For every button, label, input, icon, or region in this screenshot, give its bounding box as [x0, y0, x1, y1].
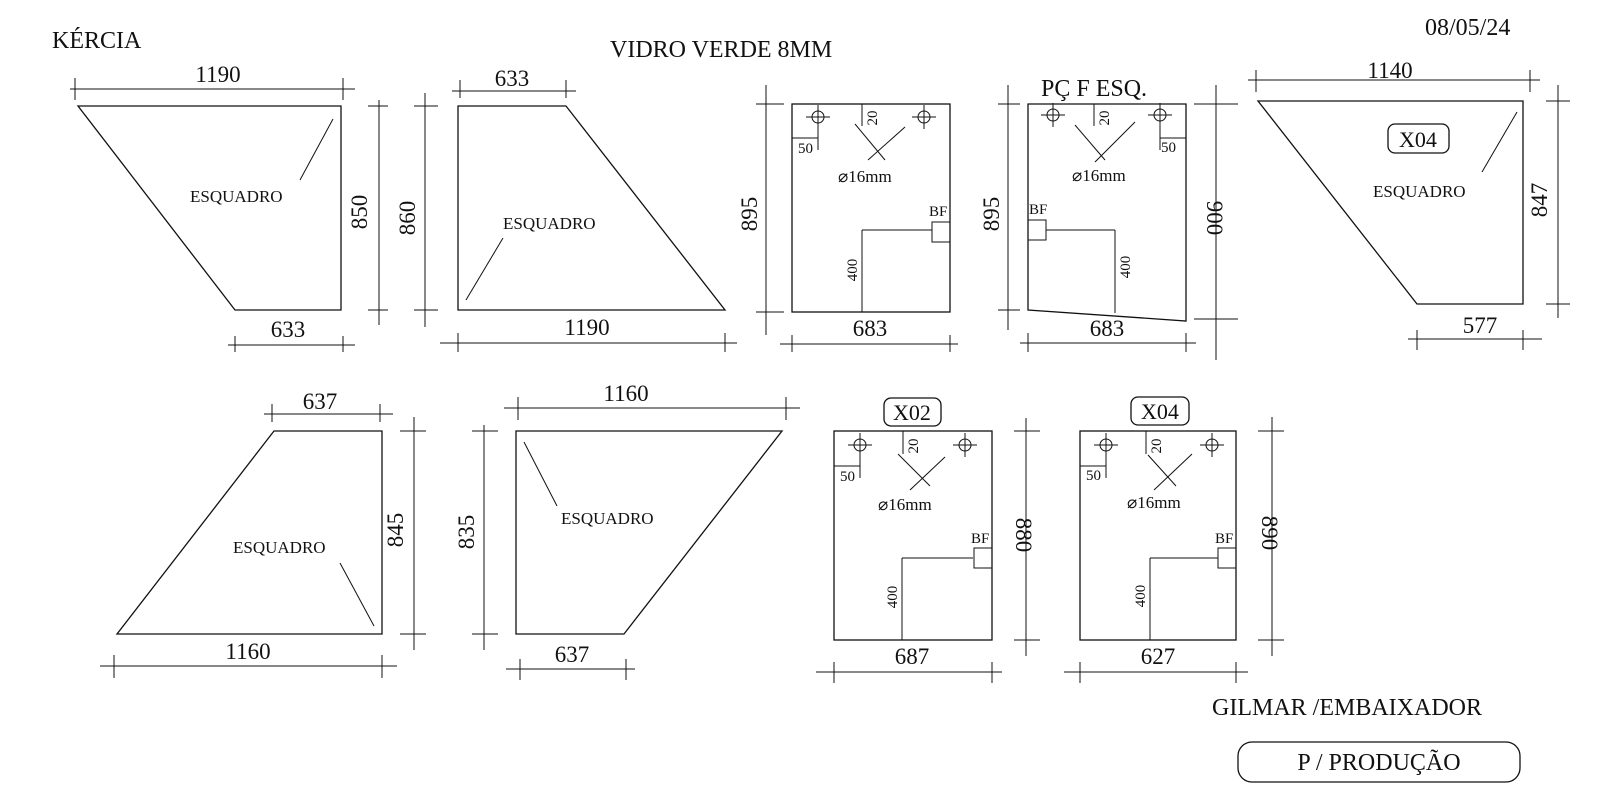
customer-name: GILMAR /EMBAIXADOR: [1212, 695, 1482, 721]
piece-3-d50: 50: [798, 141, 813, 157]
piece-9-hole-label: ⌀16mm: [1127, 493, 1181, 512]
piece-7-square-label: ESQUADRO: [561, 509, 654, 528]
piece-7: 1160 ESQUADRO 835 637: [454, 381, 800, 680]
piece-2-square-label: ESQUADRO: [503, 214, 596, 233]
piece-8-bf-label: BF: [971, 531, 989, 547]
piece-5-tag-box: [1387, 123, 1450, 154]
piece-8-d400: 400: [885, 586, 901, 609]
piece-8-bf-box: [973, 547, 993, 569]
piece-5: 1140 X04 ESQUADRO 847 577: [1248, 58, 1570, 350]
piece-3-bottom-dim: 683: [853, 316, 888, 341]
piece-8-outline: [833, 430, 993, 641]
piece-8-tag: X02: [893, 400, 931, 425]
piece-4-hole-right: [1147, 102, 1173, 128]
piece-8-height-dim: 880: [1011, 518, 1036, 553]
material-title: VIDRO VERDE 8MM: [610, 37, 832, 63]
piece-9-height-dim: 890: [1257, 516, 1282, 551]
piece-2-outline: [457, 105, 727, 311]
piece-3: 20 50 ⌀16mm 400 BF 895 683: [737, 85, 958, 352]
piece-7-bottom-dim: 637: [555, 642, 590, 667]
piece-2: 633 1190 860 ESQUADRO: [395, 66, 737, 352]
piece-7-top-dim: 1160: [603, 381, 648, 406]
piece-9-bottom-dim: 627: [1141, 644, 1176, 669]
piece-3-outline: [791, 103, 951, 313]
piece-3-height-dim: 895: [737, 197, 762, 232]
piece-9-tag-box: [1130, 396, 1190, 426]
piece-4-d400: 400: [1118, 256, 1134, 279]
piece-4-hole-left: [1040, 102, 1066, 128]
piece-4-outline: [1027, 103, 1187, 322]
piece-3-hole-label: ⌀16mm: [838, 167, 892, 186]
piece-6-bottom-dim: 1160: [225, 639, 270, 664]
piece-3-bf-label: BF: [929, 204, 947, 220]
piece-6-height-dim: 845: [383, 513, 408, 548]
piece-9: X04 20 50 ⌀16mm 400 BF 890 627: [1064, 396, 1284, 683]
piece-5-bottom-dim: 577: [1463, 313, 1498, 338]
piece-8-tag-box: [883, 397, 942, 427]
piece-8: X02 20 50 ⌀16mm 400 BF 880 687: [816, 397, 1040, 683]
piece-1-bottom-dim: 633: [271, 317, 306, 342]
piece-4-bf-label: BF: [1029, 202, 1047, 218]
piece-8-hole-label: ⌀16mm: [878, 495, 932, 514]
piece-8-bottom-dim: 687: [895, 644, 930, 669]
piece-8-hole-right: [952, 432, 978, 458]
piece-5-top-dim: 1140: [1367, 58, 1412, 83]
piece-4-d20: 20: [1097, 111, 1113, 126]
piece-7-height-dim: 835: [454, 515, 479, 550]
status-box: [1237, 741, 1521, 783]
piece-9-d50: 50: [1086, 468, 1101, 484]
client-name: KÉRCIA: [52, 28, 142, 54]
piece-1: 1190 633 850 ESQUADRO: [70, 62, 388, 352]
piece-4-bf-box: [1027, 219, 1047, 241]
piece-4-height-right-dim: 900: [1202, 201, 1227, 236]
piece-2-bottom-dim: 1190: [564, 315, 609, 340]
piece-7-outline: [515, 430, 784, 635]
piece-8-d20: 20: [906, 439, 922, 454]
piece-6-outline: [115, 430, 383, 635]
piece-9-bf-label: BF: [1215, 531, 1233, 547]
piece-1-outline: [76, 105, 342, 311]
piece-4-height-left-dim: 895: [979, 197, 1004, 232]
status-label: P / PRODUÇÃO: [1297, 750, 1460, 776]
piece-9-bf-box: [1217, 547, 1237, 569]
piece-6-top-dim: 637: [303, 389, 338, 414]
piece-4-hole-label: ⌀16mm: [1072, 166, 1126, 185]
piece-5-square-label: ESQUADRO: [1373, 182, 1466, 201]
piece-5-outline: [1256, 100, 1524, 305]
piece-1-height-dim: 850: [347, 195, 372, 230]
piece-6: 637 ESQUADRO 845 1160: [100, 389, 426, 678]
piece-3-hole-right: [911, 104, 937, 130]
piece-4-title: PÇ F ESQ.: [1041, 76, 1147, 102]
piece-3-d400: 400: [845, 259, 861, 282]
piece-4: PÇ F ESQ. 20 50 ⌀16mm BF 400 895 900 683: [979, 76, 1238, 360]
piece-3-d20: 20: [865, 111, 881, 126]
piece-9-tag: X04: [1141, 399, 1179, 424]
piece-1-top-dim: 1190: [195, 62, 240, 87]
piece-9-d20: 20: [1149, 439, 1165, 454]
piece-9-outline: [1079, 430, 1237, 641]
piece-2-top-dim: 633: [495, 66, 530, 91]
piece-8-d50: 50: [840, 469, 855, 485]
piece-9-hole-right: [1199, 432, 1225, 458]
piece-5-height-dim: 847: [1527, 183, 1552, 218]
piece-6-square-label: ESQUADRO: [233, 538, 326, 557]
sheet-date: 08/05/24: [1425, 15, 1510, 41]
piece-1-square-label: ESQUADRO: [190, 187, 283, 206]
piece-4-bottom-dim: 683: [1090, 316, 1125, 341]
piece-3-bf-box: [931, 221, 951, 243]
piece-4-d50: 50: [1161, 140, 1176, 156]
piece-9-d400: 400: [1133, 585, 1149, 608]
piece-2-height-dim: 860: [395, 201, 420, 236]
piece-5-tag: X04: [1399, 127, 1437, 152]
